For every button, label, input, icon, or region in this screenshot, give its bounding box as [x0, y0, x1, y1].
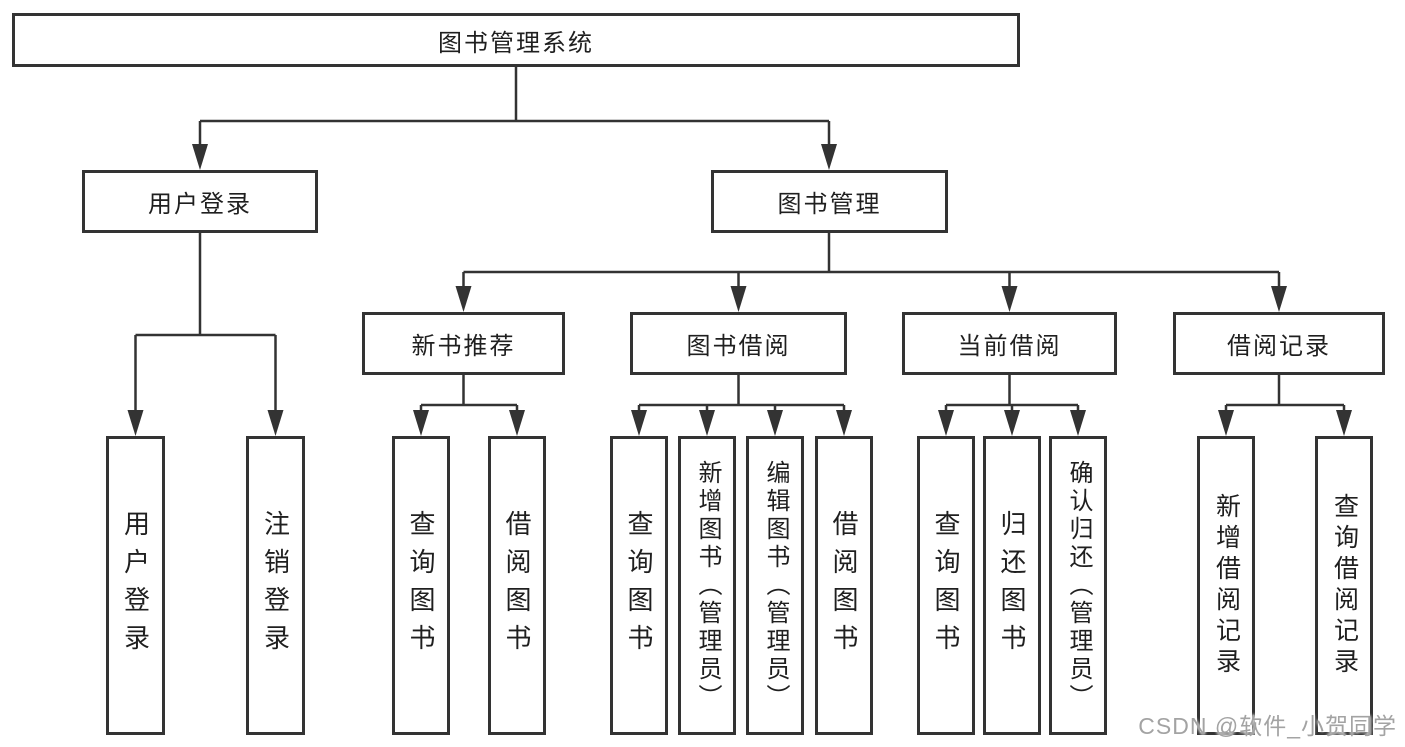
node-borrowing-records: 借阅记录 — [1173, 312, 1385, 375]
leaf-user-login: 用户登录 — [106, 436, 165, 735]
leaf-add-borrow-record: 新增借阅记录 — [1197, 436, 1255, 735]
node-user-login: 用户登录 — [82, 170, 318, 233]
node-current-borrowing: 当前借阅 — [902, 312, 1117, 375]
leaf-logout: 注销登录 — [246, 436, 305, 735]
node-book-borrowing: 图书借阅 — [630, 312, 847, 375]
leaf-confirm-return-admin: 确认归还（管理员） — [1049, 436, 1107, 735]
arrowheads — [127, 144, 1352, 436]
leaf-add-books-admin: 新增图书（管理员） — [678, 436, 736, 735]
leaf-query-books-borrow: 查询图书 — [610, 436, 668, 735]
leaf-query-books-current: 查询图书 — [917, 436, 975, 735]
leaf-borrow-books-recommend: 借阅图书 — [488, 436, 546, 735]
node-new-book-recommendation: 新书推荐 — [362, 312, 565, 375]
leaf-query-books-recommend: 查询图书 — [392, 436, 450, 735]
node-library-management-system: 图书管理系统 — [12, 13, 1020, 67]
leaf-query-borrow-record: 查询借阅记录 — [1315, 436, 1373, 735]
node-book-management: 图书管理 — [711, 170, 948, 233]
leaf-borrow-books: 借阅图书 — [815, 436, 873, 735]
leaf-edit-books-admin: 编辑图书（管理员） — [746, 436, 804, 735]
watermark: CSDN @软件_小贺同学 — [1138, 713, 1397, 739]
leaf-return-books: 归还图书 — [983, 436, 1041, 735]
